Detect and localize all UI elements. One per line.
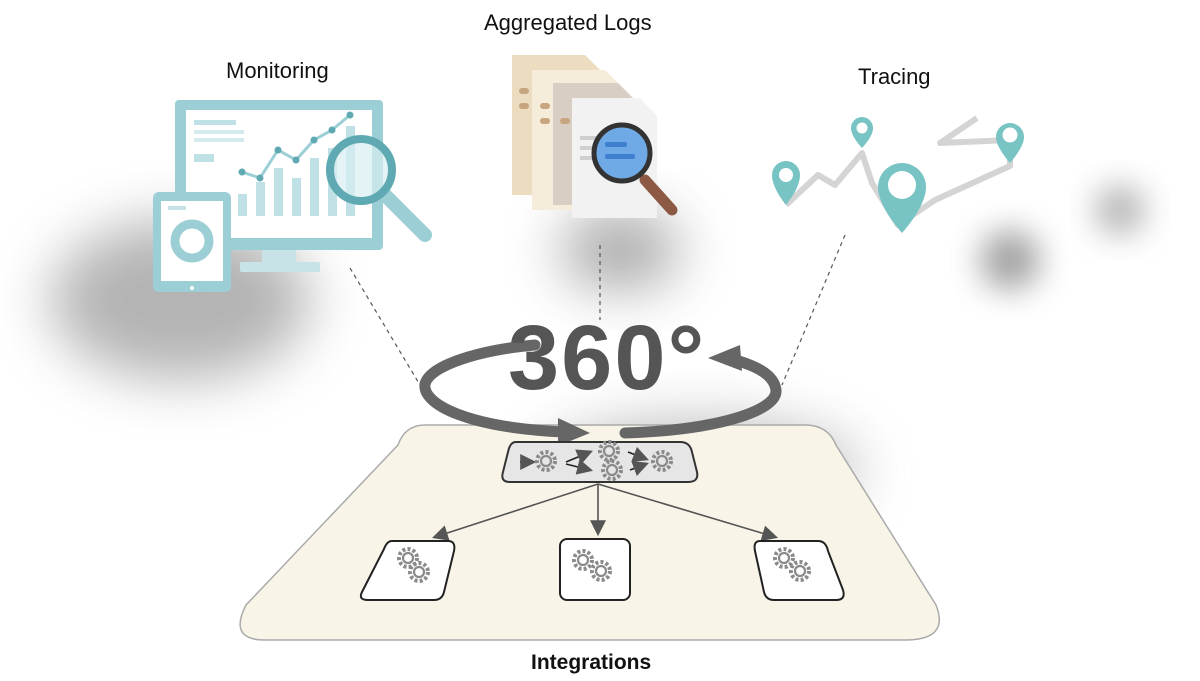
integrations-label: Integrations [531,651,652,674]
rotation-arrow [419,339,782,446]
dashed-connectors [349,234,846,386]
branch-arrows [431,483,779,541]
map-pin-icon [996,123,1024,163]
degrees-360-label: 360° [508,307,707,409]
integration-card-right [753,540,845,601]
map-pin-icon [772,161,800,205]
orchestration-card [501,440,699,483]
tablet-chart-icon [153,192,231,292]
map-pin-icon [878,163,926,233]
map-pin-icon [851,117,873,148]
aggregated-logs-label: Aggregated Logs [484,10,652,35]
tracing-label: Tracing [858,64,931,89]
magnifier-icon [591,122,678,216]
integration-card-left [359,540,456,601]
magnifier-icon [326,135,432,242]
integration-card-center [559,538,631,601]
monitoring-label: Monitoring [226,58,329,83]
